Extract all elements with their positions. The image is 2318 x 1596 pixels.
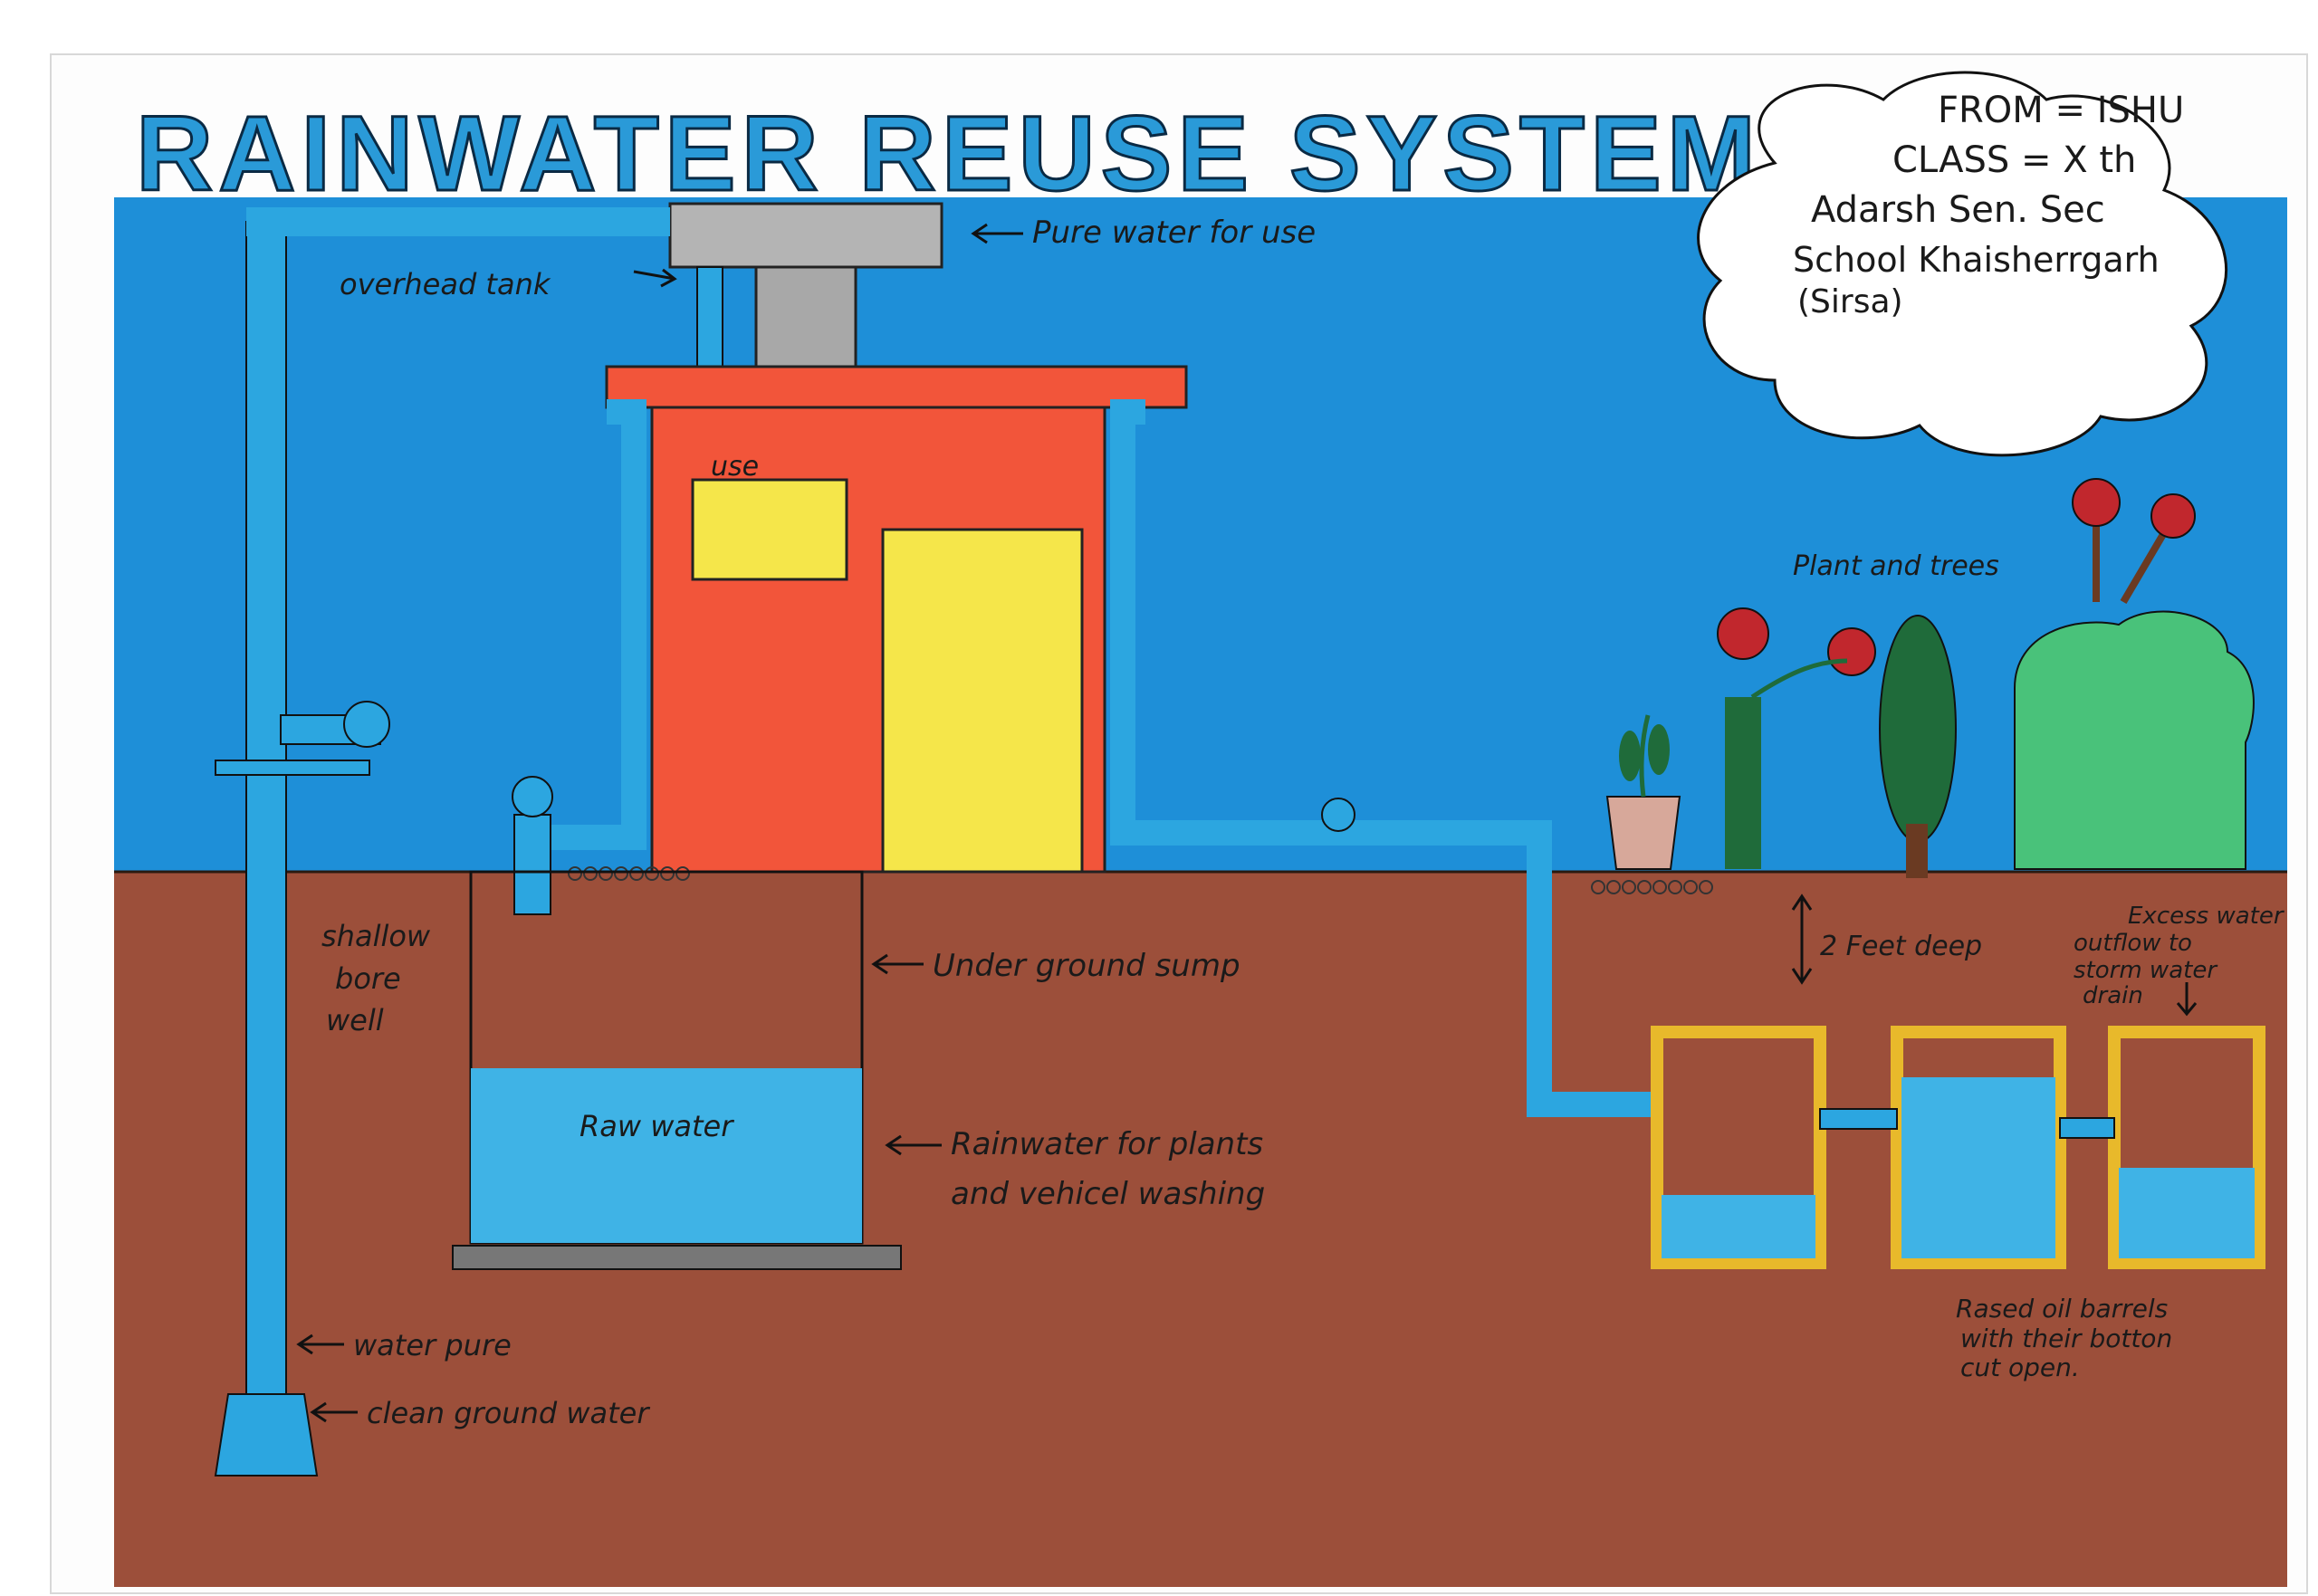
well-bottom-strainer (214, 1393, 319, 1477)
label-pure-water: Pure water for use (1032, 215, 1316, 251)
credit-line-3: Adarsh Sen. Sec (1811, 189, 2105, 231)
conifer-tree (1879, 615, 1957, 878)
credit-line-5: (Sirsa) (1797, 283, 1903, 320)
label-excess-3: storm water (2074, 957, 2218, 984)
label-water-pure: water pure (353, 1328, 512, 1362)
house-roof (605, 365, 1188, 409)
page-title: RAINWATER REUSE SYSTEM (136, 94, 1761, 214)
label-raw-water: Raw water (580, 1109, 734, 1143)
sump-base (452, 1245, 902, 1270)
label-barrels-2: with their botton (1960, 1324, 2172, 1353)
label-excess-4: drain (2083, 982, 2143, 1009)
barrel-link-2 (2059, 1117, 2115, 1139)
label-barrels-1: Rased oil barrels (1956, 1294, 2168, 1324)
label-rainwater-plants-1: Rainwater for plants (951, 1126, 1263, 1162)
cloud-shape (1697, 71, 2228, 457)
potted-plant (1605, 714, 1681, 870)
label-underground-sump: Under ground sump (933, 948, 1240, 984)
vent-cap-2-icon (1321, 798, 1355, 832)
gravel-strip-1 (568, 866, 690, 881)
credit-cloud: FROM = ISHU CLASS = X th Adarsh Sen. Sec… (1697, 71, 2228, 457)
pointer-arrows (296, 223, 2198, 1423)
overhead-tank (668, 202, 943, 269)
bore-well-pipe (245, 221, 287, 1400)
label-overhead-tank: overhead tank (340, 267, 551, 301)
flower-plant (1717, 607, 1876, 869)
tank-stand (754, 265, 857, 368)
barrel-2 (1891, 1026, 2066, 1269)
right-roof-downpipe (1110, 399, 1657, 1117)
label-bore: bore (335, 961, 401, 996)
bush-tree (2014, 478, 2255, 870)
label-well: well (326, 1003, 384, 1037)
barrel-link-1 (1819, 1108, 1898, 1130)
label-barrels-3: cut open. (1960, 1352, 2080, 1382)
pump-head-icon (343, 701, 390, 748)
vent-cap-icon (512, 776, 553, 817)
label-use: use (711, 451, 759, 483)
barrel-3 (2108, 1026, 2265, 1269)
left-roof-downpipe (548, 399, 647, 850)
label-excess-1: Excess water (2128, 903, 2285, 930)
label-clean-ground-water: clean ground water (367, 1396, 650, 1430)
house-window (691, 478, 848, 581)
gravel-strip-2 (1591, 880, 1713, 894)
credit-line-2: CLASS = X th (1892, 139, 2136, 181)
barrel-1 (1651, 1026, 1826, 1269)
label-2-feet-deep: 2 Feet deep (1820, 931, 1982, 962)
label-rainwater-plants-2: and vehicel washing (951, 1176, 1265, 1212)
label-shallow: shallow (321, 919, 431, 953)
sump-vent-pipe (513, 814, 551, 915)
house-door (881, 528, 1084, 874)
credit-line-1: FROM = ISHU (1938, 90, 2184, 131)
label-plant-and-trees: Plant and trees (1793, 550, 1999, 582)
raw-water-body (471, 1068, 862, 1243)
label-excess-2: outflow to (2074, 930, 2192, 957)
pump-spout (215, 760, 370, 776)
credit-line-4: School Khaisherrgarh (1793, 240, 2160, 280)
